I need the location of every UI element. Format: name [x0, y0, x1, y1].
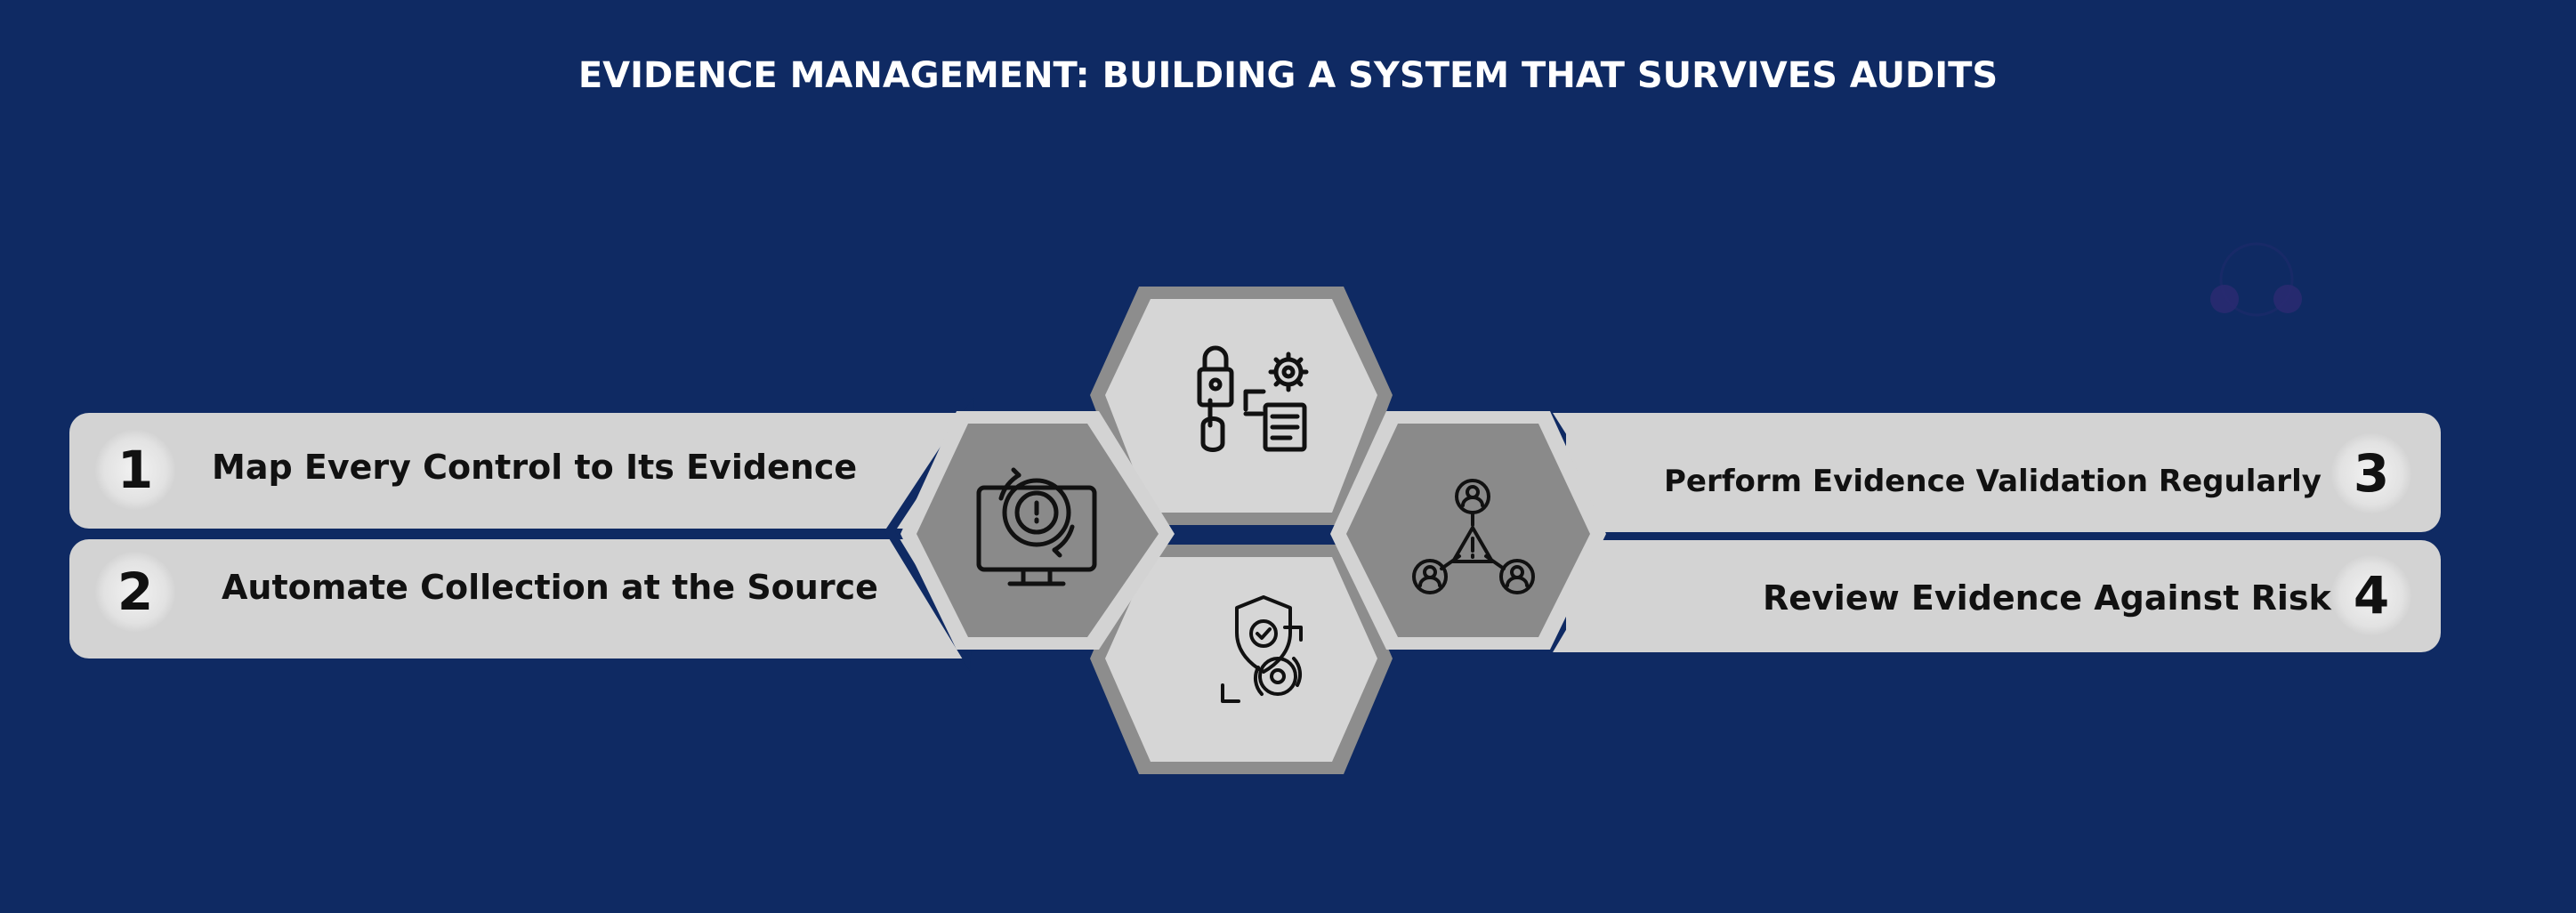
step-bar-4	[1566, 540, 2441, 652]
step-number-3: 3	[2331, 433, 2411, 513]
step-bar-1	[69, 413, 959, 529]
hex-bottom	[1090, 545, 1393, 774]
user-network-warning-icon	[1412, 479, 1535, 594]
hex-right	[1330, 411, 1606, 650]
step-number-4: 4	[2331, 555, 2411, 635]
step-label-4: Review Evidence Against Risk	[1763, 578, 2331, 618]
page-title: EVIDENCE MANAGEMENT: BUILDING A SYSTEM T…	[577, 55, 1999, 96]
shield-check-refresh-icon	[1221, 595, 1303, 703]
step-label-3: Perform Evidence Validation Regularly	[1664, 464, 2322, 499]
lock-settings-document-icon	[1197, 345, 1309, 452]
step-bar-3	[1566, 413, 2441, 532]
step-label-1: Map Every Control to Its Evidence	[212, 448, 858, 487]
monitor-gear-alert-icon	[976, 467, 1097, 586]
decorative-dots	[2210, 242, 2302, 317]
step-bar-2	[69, 539, 959, 658]
step-number-1: 1	[95, 430, 175, 510]
hex-top	[1090, 287, 1393, 525]
step-number-2: 2	[95, 552, 175, 632]
step-label-2: Automate Collection at the Source	[222, 568, 878, 607]
